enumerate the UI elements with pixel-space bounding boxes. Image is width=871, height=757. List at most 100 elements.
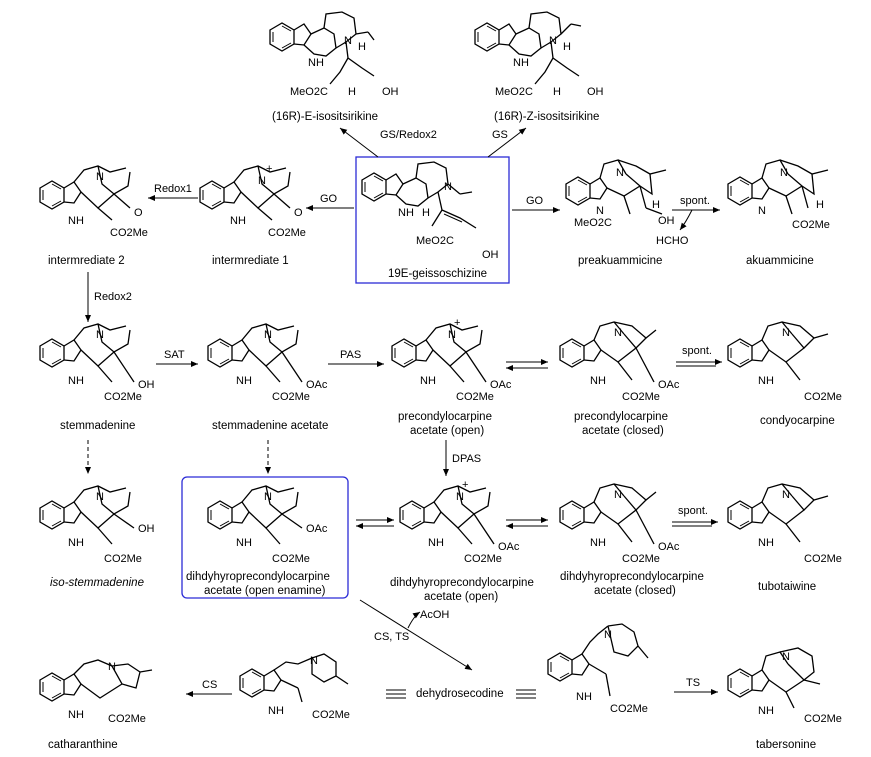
atom-n: N	[448, 329, 456, 341]
atom-oh: OH	[138, 379, 155, 391]
arrow-label-redox1: Redox1	[154, 183, 192, 195]
atom-n: N	[264, 329, 272, 341]
akuammicine-structure: N N H CO2Me	[727, 159, 830, 231]
atom-oh: OH	[482, 249, 499, 261]
atom-n: N	[444, 181, 452, 193]
atom-n: N	[96, 171, 104, 183]
arrow-label-gs-redox2: GS/Redox2	[380, 129, 437, 141]
atom-n: N	[782, 489, 790, 501]
atom-n: N	[549, 35, 557, 47]
atom-nh: NH	[308, 57, 324, 69]
label-dhpa-enamine-1: dihdyhyroprecondylocarpine	[186, 571, 330, 583]
arrow-cs-ts	[359, 599, 473, 671]
arrow-label-acoh: AcOH	[420, 609, 449, 621]
atom-nh: NH	[590, 375, 606, 387]
dhpa-closed-structure: NH N OAc CO2Me	[559, 483, 680, 565]
atom-co2me: CO2Me	[272, 553, 310, 565]
atom-h: H	[358, 41, 366, 53]
atom-nh: NH	[758, 375, 774, 387]
atom-h: H	[553, 86, 561, 98]
atom-oac: OAc	[498, 541, 520, 553]
label-dhpa-closed-1: dihdyhyroprecondylocarpine	[560, 571, 704, 583]
atom-nh: NH	[758, 705, 774, 717]
arrow-label-go-left: GO	[320, 193, 338, 205]
atom-oh: OH	[658, 215, 675, 227]
arrow-label-spont-3: spont.	[678, 505, 708, 517]
label-iso-stemmadenine: iso-stemmadenine	[50, 577, 144, 589]
atom-h: H	[652, 199, 660, 211]
preakuammicine-structure: N N H MeO2C OH	[565, 159, 675, 229]
arrow-label-sat: SAT	[164, 349, 185, 361]
arrow-gs-redox2	[339, 127, 379, 158]
arrow-label-cs: CS	[202, 679, 217, 691]
stemmadenine-structure: NH N OH CO2Me	[39, 323, 155, 403]
atom-plus: +	[462, 479, 468, 491]
atom-n: N	[264, 491, 272, 503]
label-stemmadenine: stemmadenine	[60, 420, 135, 432]
atom-oac: OAc	[306, 379, 328, 391]
geissoschizine-highlight-box	[355, 156, 510, 284]
atom-co2me: CO2Me	[804, 391, 842, 403]
atom-co2me: CO2Me	[622, 391, 660, 403]
atom-n: N	[614, 489, 622, 501]
atom-co2me: CO2Me	[456, 391, 494, 403]
atom-meo2c: MeO2C	[495, 86, 533, 98]
arrow-label-ts: TS	[686, 677, 700, 689]
atom-nh: NH	[420, 375, 436, 387]
label-precondylocarpine-closed-1: precondylocarpine	[574, 411, 668, 423]
atom-nh: NH	[236, 375, 252, 387]
atom-n: N	[108, 661, 116, 673]
atom-nh: NH	[68, 537, 84, 549]
label-precondylocarpine-closed-2: acetate (closed)	[582, 425, 664, 437]
label-intermediate-2: intermrediate 2	[48, 255, 125, 267]
atom-h: H	[422, 207, 430, 219]
label-intermediate-1: intermrediate 1	[212, 255, 289, 267]
intermediate-2-structure: NH N O CO2Me	[39, 165, 148, 239]
condyocarpine-structure: NH N CO2Me	[727, 321, 842, 403]
atom-co2me: CO2Me	[804, 553, 842, 565]
atom-plus: +	[266, 163, 272, 175]
dehydrosecodine-structure-b: NH N CO2Me	[547, 623, 649, 715]
label-precondylocarpine-open-1: precondylocarpine	[398, 411, 492, 423]
label-dehydrosecodine: dehydrosecodine	[416, 688, 504, 700]
atom-n: N	[596, 205, 604, 217]
atom-n: N	[614, 327, 622, 339]
atom-nh: NH	[230, 215, 246, 227]
label-catharanthine: catharanthine	[48, 739, 118, 751]
atom-meo2c: MeO2C	[290, 86, 328, 98]
atom-nh: NH	[398, 207, 414, 219]
dehydrosecodine-structure-a: NH N CO2Me	[239, 653, 350, 721]
atom-n: N	[782, 651, 790, 663]
atom-co2me: CO2Me	[464, 553, 502, 565]
dhpa-open-structure: NH N + OAc CO2Me	[399, 479, 520, 565]
arrow-label-spont-1: spont.	[680, 195, 710, 207]
atom-co2me: CO2Me	[610, 703, 648, 715]
label-dhpa-closed-2: acetate (closed)	[594, 585, 676, 597]
dhpa-enamine-structure: NH N OAc CO2Me	[207, 485, 328, 565]
tubotaiwine-structure: NH N CO2Me	[727, 483, 842, 565]
arrow-label-gs: GS	[492, 129, 508, 141]
atom-n: N	[258, 175, 266, 187]
atom-n: N	[604, 629, 612, 641]
label-stemmadenine-acetate: stemmadenine acetate	[212, 420, 328, 432]
precondylocarpine-open-structure: NH N + OAc CO2Me	[391, 317, 512, 403]
stemmadenine-acetate-structure: NH N OAc CO2Me	[207, 323, 328, 403]
atom-h: H	[348, 86, 356, 98]
atom-nh: NH	[428, 537, 444, 549]
atom-n: N	[782, 327, 790, 339]
atom-co2me: CO2Me	[104, 553, 142, 565]
atom-oac: OAc	[490, 379, 512, 391]
geissoschizine-structure: NH N H MeO2C OH	[361, 161, 499, 261]
atom-n: N	[780, 167, 788, 179]
atom-nh: NH	[758, 537, 774, 549]
atom-oac: OAc	[658, 379, 680, 391]
label-precondylocarpine-open-2: acetate (open)	[410, 425, 484, 437]
label-geissoschizine: 19E-geissoschizine	[388, 268, 487, 280]
atom-nh: NH	[268, 705, 284, 717]
atom-meo2c: MeO2C	[416, 235, 454, 247]
atom-nh: NH	[68, 375, 84, 387]
isositsirikine-z-structure: NH N H MeO2C H OH	[474, 11, 604, 98]
arrow-label-redox2: Redox2	[94, 291, 132, 303]
atom-nh: NH	[576, 691, 592, 703]
atom-h: H	[563, 41, 571, 53]
